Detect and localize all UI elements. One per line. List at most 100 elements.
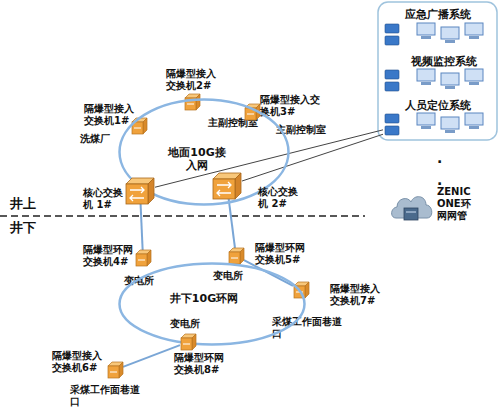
location-label: 变电所 xyxy=(170,318,210,330)
location-label: 洗煤厂 xyxy=(80,133,120,145)
device-icon xyxy=(385,126,399,135)
node-outline xyxy=(293,282,309,298)
system-box: 人员定位系统 xyxy=(383,96,493,136)
monitor-screen xyxy=(441,117,459,129)
switch-side xyxy=(143,118,147,134)
switch-front xyxy=(181,338,192,350)
access-switch: 隔爆型接入交换机1# xyxy=(131,118,147,134)
monitor-base xyxy=(421,36,431,39)
location-label: 变电所 xyxy=(213,270,253,282)
node-outline xyxy=(228,248,244,264)
node-label: 视频监控系统 xyxy=(411,55,493,68)
switch-front xyxy=(229,252,240,264)
switch-port xyxy=(110,372,117,373)
monitor-screen xyxy=(465,69,483,81)
node-label: 隔爆型环网交换机4# xyxy=(83,244,137,268)
node-label: 隔爆型接入交换机1# xyxy=(84,103,138,127)
node-label: 隔爆型环网交换机8# xyxy=(174,352,228,376)
network-link xyxy=(141,204,143,250)
node-label: 井下10G环网 xyxy=(162,292,246,305)
ring-switch: 隔爆型环网交换机8# xyxy=(180,334,196,350)
ring-switch: 隔爆型环网交换机5# xyxy=(228,248,244,264)
zone-label: 井下 xyxy=(10,220,44,236)
switch-port xyxy=(187,104,194,105)
monitor-base xyxy=(445,130,455,133)
monitor-screen xyxy=(441,73,459,85)
switch-side xyxy=(119,362,123,378)
switch-side xyxy=(305,282,309,298)
network-manager: ZENIC ONE环网网管 xyxy=(392,186,492,228)
device-icon xyxy=(385,70,399,79)
location-label: 主副控制室 xyxy=(208,117,268,129)
switch-side xyxy=(148,178,154,204)
node-label: 隔爆型环网交换机5# xyxy=(255,242,309,266)
zone-label: 井上 xyxy=(10,196,44,212)
node-label: 核心交换机 2# xyxy=(258,186,300,210)
switch-front xyxy=(136,254,147,266)
monitor-base xyxy=(445,40,455,43)
switch-side xyxy=(240,248,244,264)
node-outline xyxy=(212,173,242,199)
location-label: 采煤工作面巷道口 xyxy=(70,384,144,408)
switch-side xyxy=(235,173,241,199)
node-outline xyxy=(125,178,155,204)
node-outline xyxy=(135,250,151,266)
monitor-screen xyxy=(465,23,483,35)
server-icon xyxy=(404,208,418,220)
switch-arrows xyxy=(217,182,231,196)
network-link xyxy=(242,134,383,181)
network-link xyxy=(229,199,235,248)
node-label: 隔爆型接入交换机6# xyxy=(52,350,106,374)
monitor-base xyxy=(469,126,479,129)
node-label: ZENIC ONE环网网管 xyxy=(437,186,479,222)
node-outline xyxy=(107,362,123,378)
node-label: 隔爆型接入交换机7# xyxy=(330,283,384,307)
switch-front xyxy=(126,184,148,204)
switch-side xyxy=(192,334,196,350)
switch-port xyxy=(231,258,238,259)
ring-network: 井下10G环网 xyxy=(118,262,306,346)
surface-divider xyxy=(0,215,365,217)
location-label: 主副控制室 xyxy=(276,124,336,136)
network-link xyxy=(155,130,383,187)
system-box: 应急广播系统 xyxy=(383,6,493,50)
device-icon xyxy=(385,36,399,45)
switch-front xyxy=(213,179,235,199)
monitor-base xyxy=(421,126,431,129)
network-link xyxy=(123,345,180,367)
device-icon xyxy=(385,24,399,33)
systems-panel xyxy=(378,2,497,140)
ring-switch: 隔爆型环网交换机4# xyxy=(135,250,151,266)
node-outline xyxy=(184,94,200,110)
monitor-screen xyxy=(441,27,459,39)
monitor-screen xyxy=(417,69,435,81)
switch-port xyxy=(183,344,190,345)
monitor-screen xyxy=(417,23,435,35)
monitor-screen xyxy=(465,113,483,125)
core-switch: 核心交换机 1# xyxy=(125,178,155,204)
monitor-base xyxy=(421,82,431,85)
node-label: 地面10G接入网 xyxy=(168,146,226,172)
server-slot xyxy=(406,212,416,213)
core-switch: 核心交换机 2# xyxy=(212,173,242,199)
monitor-screen xyxy=(417,113,435,125)
node-outline xyxy=(131,118,147,134)
switch-port xyxy=(138,260,145,261)
switch-front xyxy=(108,366,119,378)
switch-arrows xyxy=(130,187,144,201)
node-label: 人员定位系统 xyxy=(405,99,493,112)
access-switch: 隔爆型接入交换机7# xyxy=(293,282,309,298)
monitor-base xyxy=(469,82,479,85)
access-switch: 隔爆型接入交换机2# xyxy=(184,94,200,110)
system-box: 视频监控系统 xyxy=(383,52,493,94)
location-label: 采煤工作面巷道口 xyxy=(272,316,346,340)
ring-outline xyxy=(120,264,305,345)
access-switch: 隔爆型接入交换机6# xyxy=(107,362,123,378)
switch-port xyxy=(247,114,254,115)
ellipsis-dot: . xyxy=(437,150,449,167)
switch-side xyxy=(196,94,200,110)
monitor-base xyxy=(469,36,479,39)
node-label: 核心交换机 1# xyxy=(83,187,125,211)
